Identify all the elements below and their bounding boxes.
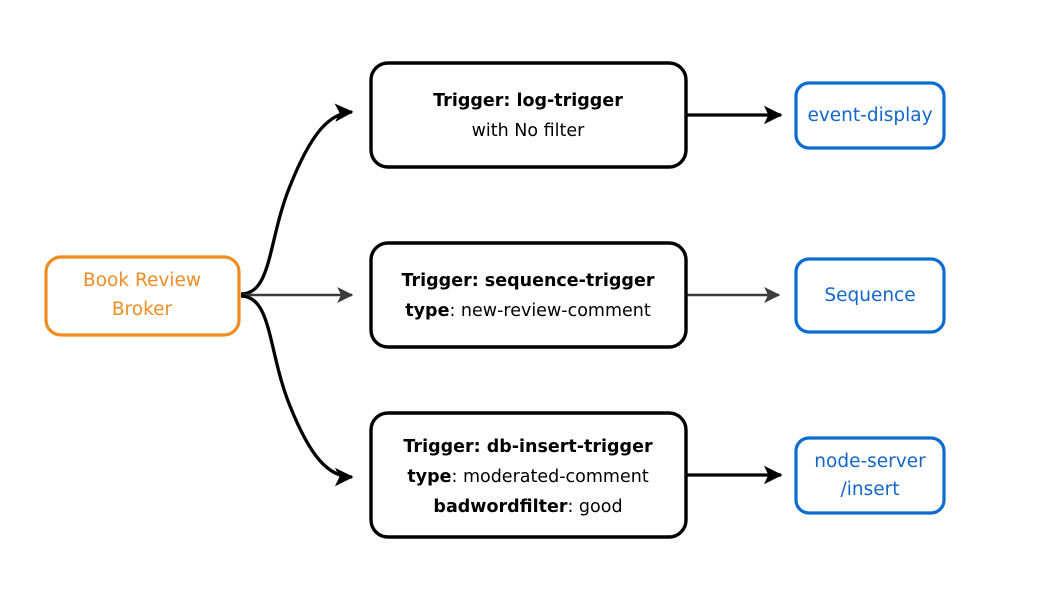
node-event-display[interactable]: event-display	[794, 81, 946, 150]
log-trigger-line-1: Trigger: log-trigger	[433, 91, 623, 111]
node-server-box-shape	[794, 436, 946, 515]
db-insert-trigger-line-2: type: moderated-comment	[407, 467, 649, 487]
node-book-review-broker[interactable]: Book Review Broker	[44, 255, 241, 337]
log-trigger-box-shape	[369, 61, 688, 169]
sequence-trigger-line-1-bold: Trigger: sequence-trigger	[402, 271, 655, 291]
sequence-trigger-line-2: type: new-review-comment	[405, 301, 651, 321]
node-db-insert-trigger[interactable]: Trigger: db-insert-trigger type: moderat…	[369, 411, 688, 539]
sequence-trigger-line-2-regular: : new-review-comment	[449, 301, 650, 321]
node-server-label-line-1: node-server	[814, 451, 926, 472]
log-trigger-line-1-bold: Trigger: log-trigger	[433, 91, 623, 111]
log-trigger-line-2: with No filter	[472, 121, 586, 141]
db-insert-trigger-line-1: Trigger: db-insert-trigger	[403, 437, 653, 457]
broker-label-line-1: Book Review	[83, 270, 201, 291]
sequence-trigger-line-2-bold: type	[405, 301, 449, 321]
db-insert-trigger-line-1-bold: Trigger: db-insert-trigger	[403, 437, 653, 457]
db-insert-trigger-line-2-regular: : moderated-comment	[451, 467, 648, 487]
sequence-label: Sequence	[824, 285, 915, 306]
broker-box-shape	[44, 255, 241, 337]
broker-label-line-2: Broker	[112, 299, 173, 320]
node-log-trigger[interactable]: Trigger: log-trigger with No filter	[369, 61, 688, 169]
node-server-label-line-2: /insert	[841, 479, 900, 500]
db-insert-trigger-line-2-bold: type	[407, 467, 451, 487]
edges-triggers-to-targets	[687, 105, 783, 485]
db-insert-trigger-line-3: badwordfilter: good	[433, 497, 622, 517]
edge-broker-to-db-insert-trigger	[240, 294, 354, 487]
edges-broker-to-triggers	[240, 103, 354, 487]
node-node-server-insert[interactable]: node-server /insert	[794, 436, 946, 515]
event-display-box-shape	[794, 81, 946, 150]
sequence-trigger-box-shape	[369, 241, 688, 349]
sequence-trigger-line-1: Trigger: sequence-trigger	[402, 271, 655, 291]
db-insert-trigger-box-shape	[369, 411, 688, 539]
node-sequence-trigger[interactable]: Trigger: sequence-trigger type: new-revi…	[369, 241, 688, 349]
db-insert-trigger-line-3-regular: : good	[567, 497, 622, 517]
node-sequence[interactable]: Sequence	[794, 257, 946, 334]
sequence-box-shape	[794, 257, 946, 334]
log-trigger-line-2-regular: with No filter	[472, 121, 586, 141]
edge-broker-to-log-trigger	[240, 103, 354, 296]
event-display-label: event-display	[807, 105, 932, 126]
db-insert-trigger-line-3-bold: badwordfilter	[433, 497, 567, 517]
